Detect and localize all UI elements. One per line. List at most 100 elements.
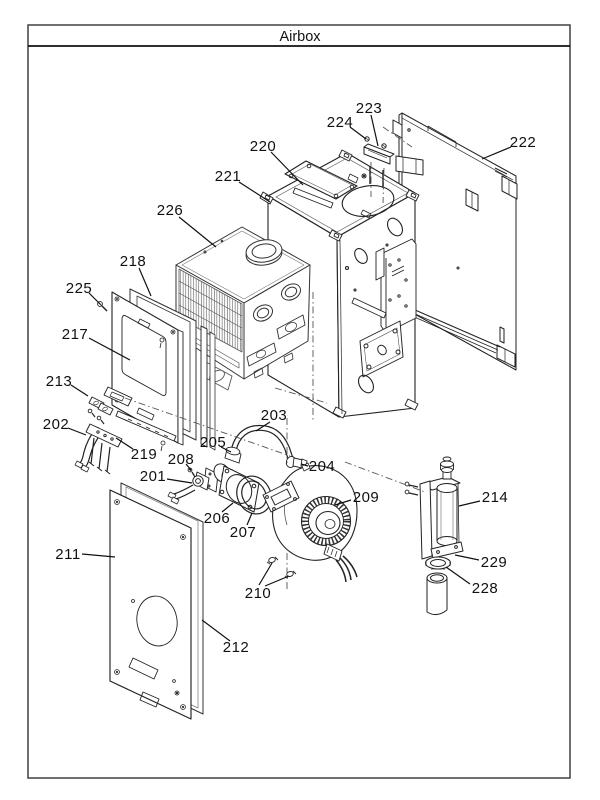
callout-number: 220 bbox=[250, 138, 277, 155]
leader-line bbox=[481, 146, 512, 160]
callout-number: 208 bbox=[168, 451, 195, 468]
callout-220: 220 bbox=[250, 138, 304, 186]
part-229-flange bbox=[430, 541, 464, 559]
part-206-flange bbox=[213, 463, 260, 513]
callout-219: 219 bbox=[115, 437, 158, 463]
corner-clips bbox=[259, 149, 420, 419]
callout-205: 205 bbox=[200, 434, 232, 453]
callout-number: 203 bbox=[261, 407, 288, 424]
top-plate-screws bbox=[288, 163, 355, 199]
leader-line bbox=[178, 216, 217, 248]
leader-line bbox=[445, 566, 471, 585]
part-219-burner-bracket bbox=[85, 410, 177, 475]
callout-217: 217 bbox=[62, 326, 131, 361]
wire-harness bbox=[323, 543, 358, 583]
callout-224: 224 bbox=[327, 114, 367, 140]
callout-203: 203 bbox=[255, 407, 288, 432]
callout-number: 223 bbox=[356, 100, 383, 117]
callout-202: 202 bbox=[43, 416, 87, 436]
access-plate bbox=[359, 320, 404, 378]
leader-line bbox=[300, 463, 309, 467]
callout-225: 225 bbox=[66, 280, 101, 305]
callout-222: 222 bbox=[481, 134, 536, 160]
leader-line bbox=[264, 575, 290, 587]
callout-209: 209 bbox=[334, 489, 380, 506]
drain-pipe bbox=[426, 572, 448, 616]
callout-number: 209 bbox=[353, 489, 380, 506]
callout-228: 228 bbox=[445, 566, 498, 597]
callout-201: 201 bbox=[140, 468, 193, 485]
flue-collar bbox=[245, 239, 283, 266]
callout-number: 218 bbox=[120, 253, 147, 270]
leader-line bbox=[258, 562, 273, 586]
leader-line bbox=[270, 151, 304, 186]
leader-line bbox=[88, 292, 101, 305]
leader-line bbox=[238, 181, 271, 203]
panel-screws bbox=[114, 499, 186, 710]
callout-number: 206 bbox=[204, 510, 231, 527]
callout-number: 212 bbox=[223, 639, 250, 656]
part-213-sight-glass bbox=[87, 386, 133, 425]
callout-number: 219 bbox=[131, 446, 158, 463]
leader-line bbox=[81, 553, 116, 558]
callout-206: 206 bbox=[204, 502, 234, 527]
page-frame: Airbox bbox=[27, 24, 571, 779]
mounting-bracket bbox=[375, 238, 417, 334]
callout-number: 207 bbox=[230, 524, 257, 541]
leader-line bbox=[201, 619, 231, 642]
callout-number: 221 bbox=[215, 168, 242, 185]
outlet-flange bbox=[262, 480, 300, 513]
callout-number: 205 bbox=[200, 434, 227, 451]
callout-208: 208 bbox=[168, 451, 195, 471]
part-211-front-panel bbox=[109, 489, 192, 720]
callout-213: 213 bbox=[46, 373, 89, 397]
callout-number: 229 bbox=[481, 554, 508, 571]
trap-screws bbox=[404, 481, 419, 496]
page-title: Airbox bbox=[279, 29, 321, 45]
part-223-bracket bbox=[363, 136, 395, 188]
leader-line bbox=[166, 478, 193, 484]
callout-229: 229 bbox=[454, 554, 508, 571]
callout-number: 224 bbox=[327, 114, 354, 131]
leader-line bbox=[349, 126, 367, 140]
callout-number: 217 bbox=[62, 326, 89, 343]
leader-line bbox=[115, 437, 134, 450]
callout-number: 204 bbox=[309, 458, 336, 475]
leader-line bbox=[138, 267, 152, 297]
callout-221: 221 bbox=[215, 168, 271, 203]
leader-line bbox=[370, 114, 379, 147]
leader-line bbox=[458, 500, 481, 507]
part-207-gasket bbox=[236, 475, 272, 515]
leader-line bbox=[185, 463, 192, 471]
callout-207: 207 bbox=[230, 512, 257, 541]
leader-line bbox=[221, 502, 234, 513]
part-228-nut bbox=[425, 556, 451, 570]
callout-226: 226 bbox=[157, 202, 217, 248]
leader-line bbox=[88, 337, 131, 361]
part-222-side-panel bbox=[382, 112, 518, 371]
leader-line bbox=[246, 512, 253, 526]
leader-line bbox=[70, 384, 89, 397]
part-209-blower bbox=[262, 462, 358, 583]
part-205-collar bbox=[224, 446, 242, 464]
callout-212: 212 bbox=[201, 619, 250, 656]
leader-line bbox=[67, 427, 87, 436]
callout-number: 211 bbox=[55, 546, 80, 563]
callout-211: 211 bbox=[55, 546, 116, 563]
leader-line bbox=[454, 554, 480, 561]
callout-number: 213 bbox=[46, 373, 73, 390]
callout-210: 210 bbox=[245, 562, 290, 602]
callout-number: 225 bbox=[66, 280, 93, 297]
callout-number: 226 bbox=[157, 202, 184, 219]
alignment-lines bbox=[124, 126, 426, 592]
leader-line bbox=[255, 421, 271, 432]
part-201-igniter bbox=[167, 467, 219, 505]
callout-223: 223 bbox=[356, 100, 383, 147]
leader-line bbox=[220, 446, 232, 453]
leader-line bbox=[334, 499, 352, 506]
callout-204: 204 bbox=[300, 458, 336, 475]
callout-number: 210 bbox=[245, 585, 272, 602]
